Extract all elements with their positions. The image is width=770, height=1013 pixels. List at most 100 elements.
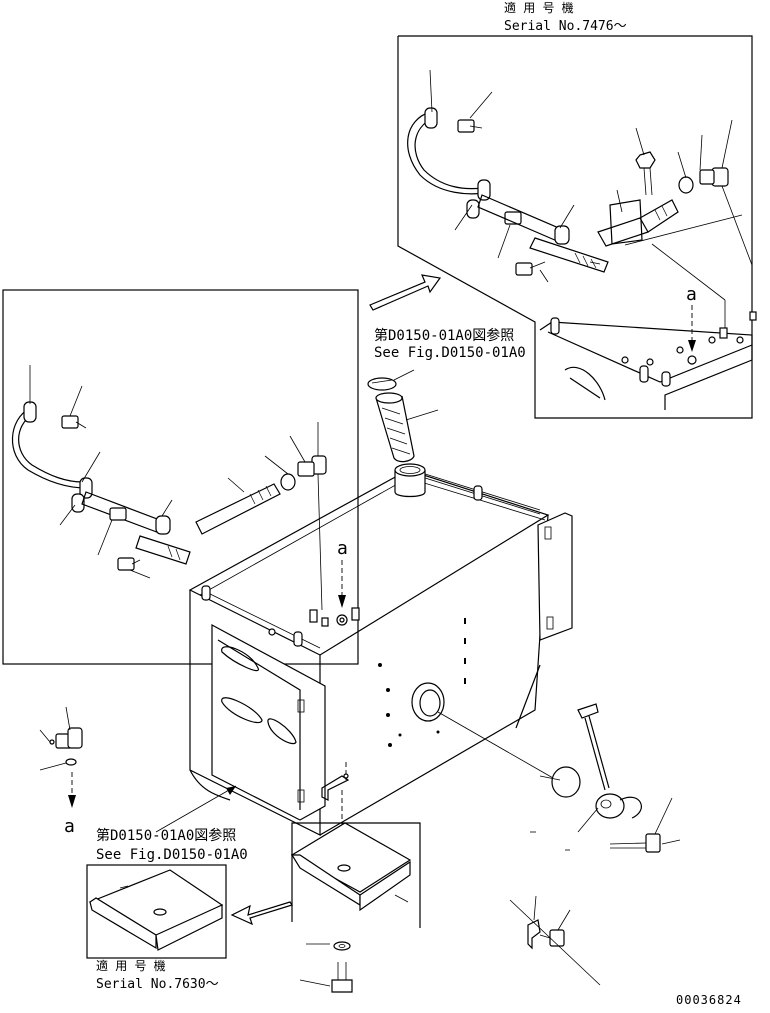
bolt-lower (515, 261, 546, 276)
tube-top (529, 237, 609, 273)
view-marker-a-top: a (686, 284, 697, 305)
leader-4 (497, 224, 511, 259)
bolt-sender (609, 833, 661, 853)
tank-top-face (188, 469, 550, 656)
footer-serial: Serial No.7630～ (96, 977, 219, 992)
bracket-cutout-1 (221, 646, 259, 672)
arrow-to-left-tray (230, 901, 293, 926)
inset-left-frame (2, 289, 359, 665)
leader-9 (635, 127, 645, 156)
sensor-tube (639, 199, 679, 233)
tank-side-holes (378, 618, 466, 747)
gasket (551, 766, 581, 798)
sender-flange (595, 793, 625, 819)
tank-hook-mid (639, 365, 649, 383)
tank-hook-1 (201, 585, 211, 601)
bracket-cutout-2 (221, 697, 263, 724)
filler-cap (367, 369, 415, 391)
bolt-clip (539, 929, 565, 947)
leader-tank-4 (624, 214, 743, 246)
leader-5 (559, 204, 575, 229)
clamp-upper (424, 107, 438, 129)
ref-bottom-en: See Fig.D0150-01A0 (96, 847, 248, 863)
fitting-detail-left: a (39, 706, 83, 837)
leader-tank-3 (721, 185, 753, 266)
mounting-plate-right (537, 512, 573, 641)
tank-studs-top (621, 311, 757, 366)
view-marker-a-main: a (337, 538, 348, 559)
tank-hook-3 (473, 485, 483, 501)
sender-wire (619, 796, 642, 819)
inset-left: a (2, 289, 359, 665)
clamp-left-end (155, 515, 171, 535)
leader-8 (616, 189, 623, 213)
header-applicability: 適 用 号 機 (504, 0, 574, 15)
bottom-clip (321, 775, 350, 801)
ref-top-en: See Fig.D0150-01A0 (374, 345, 526, 361)
clamp-lower (466, 199, 480, 219)
inset-top-right: a 適 用 号 機 Serial No.7476～ (397, 0, 757, 419)
nut-top (678, 176, 694, 194)
tank-hook-2 (293, 631, 303, 647)
bolt-bottom (299, 962, 353, 993)
left-tray-top (88, 869, 224, 941)
leader-6 (539, 269, 549, 283)
tray-hole (337, 864, 351, 872)
stud-1 (309, 609, 318, 623)
tank-top-edge (539, 321, 753, 410)
view-marker-a-left: a (64, 816, 75, 837)
inset-bottom-tray-frame (291, 822, 421, 928)
leader-2 (469, 91, 493, 119)
bolt-left-middle (109, 507, 127, 521)
leader-11 (699, 134, 703, 171)
hydraulic-tank (188, 369, 573, 836)
filler-neck (394, 463, 426, 498)
harness-loop-left (11, 407, 87, 489)
tank-hook-right (661, 371, 671, 387)
leader-7 (589, 261, 601, 265)
nut-left (280, 473, 296, 491)
washer-bottom (306, 941, 351, 951)
bolt-left-lower (117, 557, 141, 571)
elbow-fitting-left (297, 455, 327, 477)
tank-right-face (319, 514, 549, 836)
o-ring-detail (65, 758, 77, 766)
level-sender (530, 703, 681, 853)
leader-tank-1 (651, 243, 726, 301)
bolt-left-upper (61, 415, 87, 429)
sender-float (577, 703, 599, 719)
ref-bottom-jp: 第D0150-01A0図参照 (96, 827, 236, 844)
clamp-left-upper (23, 401, 37, 423)
tube-left-lower (135, 535, 191, 565)
clamp-left-lower (71, 493, 85, 513)
sensor-bracket (609, 199, 643, 245)
elbow-fitting-top (699, 167, 729, 187)
bolt-upper (457, 119, 483, 133)
leader-3 (454, 204, 473, 231)
inset-left-tray-frame (86, 864, 227, 959)
inset-bottom-tray (290, 822, 421, 928)
footer-applicability: 適 用 号 機 (96, 958, 166, 973)
leader-12 (721, 119, 733, 169)
clamp-middle (477, 179, 491, 201)
elbow-fitting-detail (55, 727, 83, 749)
inset-top-right-frame (397, 35, 753, 419)
tank-hook-left (550, 317, 560, 335)
tank-top-front (547, 331, 753, 383)
sight-gauge-port (411, 682, 561, 783)
drawing-number: 00036824 (676, 993, 742, 1007)
tube-left-upper (195, 483, 281, 535)
harness-loop-top (407, 111, 486, 195)
leader-1 (429, 69, 433, 113)
arrow-to-top-inset (369, 274, 442, 311)
bolt-vertical (635, 151, 656, 196)
ref-top-jp: 第D0150-01A0図参照 (374, 327, 514, 344)
harness-loop-top-inner (414, 117, 483, 190)
bracket-cutout-3 (267, 718, 297, 745)
clip-bottom-right (527, 895, 571, 950)
stud-2 (351, 607, 360, 621)
strainer (375, 392, 439, 463)
tank-side-cutout (564, 366, 606, 401)
